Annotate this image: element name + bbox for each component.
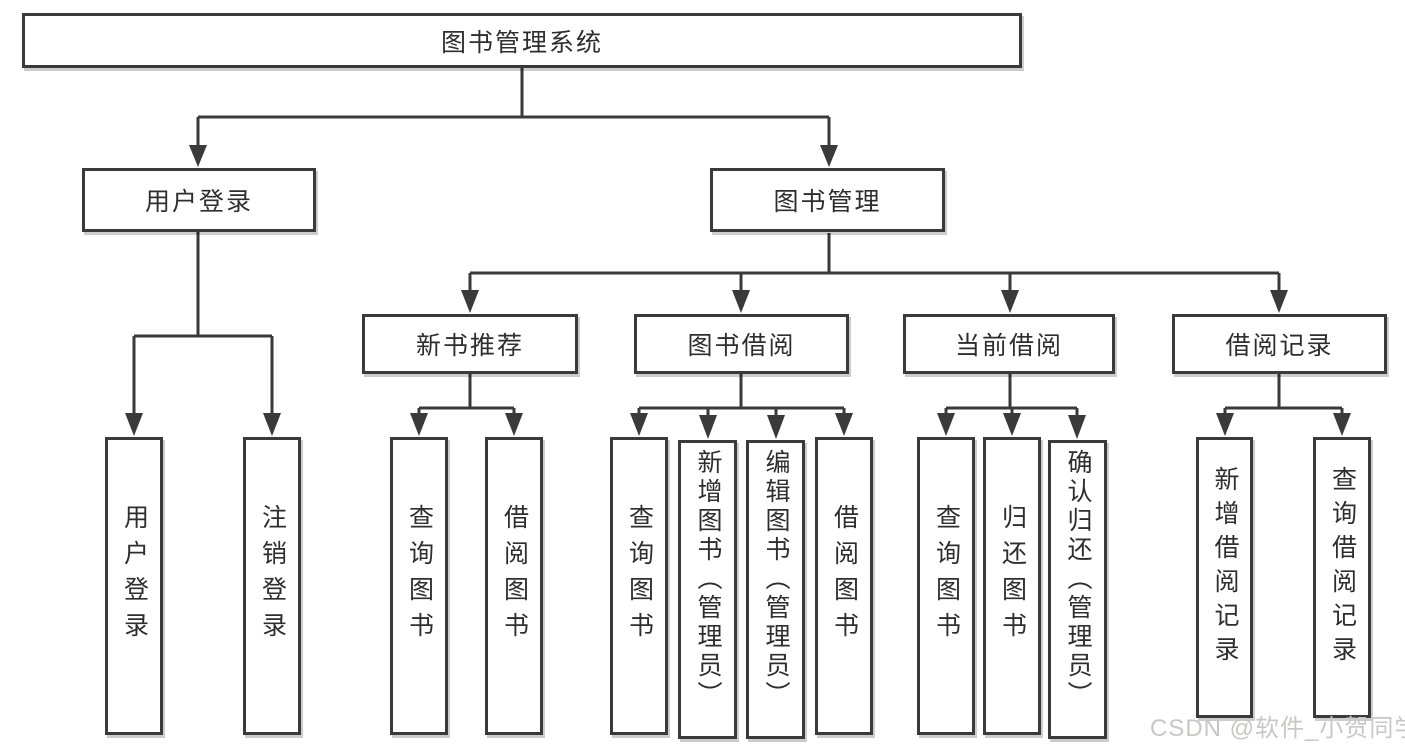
leaf-current-query-books: 查询图书	[917, 437, 975, 735]
node-borrow-records: 借阅记录	[1172, 314, 1387, 374]
leaf-newrec-query-books: 查询图书	[390, 437, 448, 735]
leaf-edit-books-admin: 编辑图书（管理员）	[746, 440, 805, 739]
node-new-book-recommend: 新书推荐	[362, 314, 578, 374]
leaf-query-borrow-record: 查询借阅记录	[1313, 437, 1371, 718]
node-user-login: 用户登录	[82, 168, 316, 232]
leaf-borrow-query-books-label: 查询图书	[625, 504, 654, 648]
leaf-confirm-return-admin-label: 确认归还（管理员）	[1064, 449, 1092, 710]
leaf-add-borrow-record: 新增借阅记录	[1196, 437, 1253, 718]
leaf-edit-books-admin-label: 编辑图书（管理员）	[762, 449, 790, 710]
leaf-newrec-borrow-books-label: 借阅图书	[500, 504, 529, 648]
node-current-borrow: 当前借阅	[903, 314, 1115, 374]
connector-line-group	[132, 68, 1344, 416]
leaf-return-books-label: 归还图书	[998, 504, 1027, 648]
leaf-add-borrow-record-label: 新增借阅记录	[1211, 465, 1239, 670]
csdn-watermark: CSDN @软件_小贺同学	[1150, 715, 1405, 742]
leaf-logout: 注销登录	[243, 437, 301, 735]
node-book-management: 图书管理	[710, 168, 945, 232]
connector-arrowheads	[125, 145, 1351, 439]
leaf-logout-label: 注销登录	[258, 504, 287, 648]
leaf-return-books: 归还图书	[983, 437, 1041, 735]
leaf-newrec-borrow-books: 借阅图书	[485, 437, 543, 735]
leaf-user-login: 用户登录	[105, 437, 163, 735]
leaf-newrec-query-books-label: 查询图书	[405, 504, 434, 648]
leaf-current-query-books-label: 查询图书	[932, 504, 961, 648]
leaf-user-login-label: 用户登录	[120, 504, 149, 648]
leaf-borrow-books: 借阅图书	[815, 437, 873, 735]
leaf-query-borrow-record-label: 查询借阅记录	[1328, 465, 1357, 670]
node-root: 图书管理系统	[22, 13, 1022, 68]
leaf-borrow-books-label: 借阅图书	[830, 504, 859, 648]
leaf-borrow-query-books: 查询图书	[610, 437, 668, 735]
leaf-add-books-admin: 新增图书（管理员）	[678, 440, 737, 739]
node-book-borrow: 图书借阅	[634, 314, 849, 374]
leaf-add-books-admin-label: 新增图书（管理员）	[694, 449, 722, 710]
leaf-confirm-return-admin: 确认归还（管理员）	[1048, 440, 1107, 739]
